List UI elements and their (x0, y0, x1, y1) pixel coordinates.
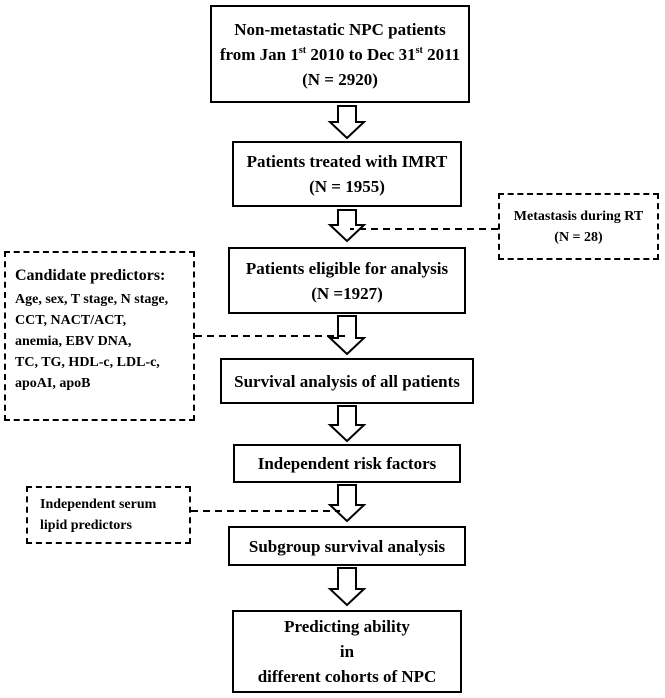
arrow-down-1 (327, 105, 367, 140)
box-subgroup-analysis: Subgroup survival analysis (228, 526, 466, 566)
candidates-line: TC, TG, HDL-c, LDL-c, (15, 355, 160, 370)
box-predicting-ability: Predicting ability in different cohorts … (232, 610, 462, 693)
box-candidate-predictors: Candidate predictors: Age, sex, T stage,… (4, 251, 195, 421)
box-lipid-predictors: Independent serum lipid predictors (26, 486, 191, 544)
imrt-label: Patients treated with IMRT (246, 152, 448, 171)
predicting-line1: Predicting ability (284, 617, 410, 636)
box-metastasis-during-rt: Metastasis during RT (N = 28) (498, 193, 659, 260)
risk-factors-label: Independent risk factors (257, 454, 437, 473)
candidates-line: CCT, NACT/ACT, (15, 313, 127, 328)
arrow-down-6 (327, 567, 367, 607)
predicting-line3: different cohorts of NPC (257, 667, 437, 686)
start-line1: Non-metastatic NPC patients (234, 19, 446, 39)
start-line2: from Jan 1st 2010 to Dec 31st 2011 (219, 44, 461, 64)
arrow-down-2 (327, 209, 367, 243)
eligible-count: (N =1927) (311, 283, 383, 303)
arrow-down-3 (327, 315, 367, 356)
start-count: (N = 2920) (302, 69, 378, 89)
metastasis-count: (N = 28) (554, 229, 603, 245)
predicting-line2: in (339, 642, 355, 661)
subgroup-label: Subgroup survival analysis (248, 536, 446, 556)
lipid-line1: Independent serum (40, 497, 157, 512)
candidates-line: Age, sex, T stage, N stage, (15, 292, 169, 307)
box-imrt-patients: Patients treated with IMRT (N = 1955) (232, 141, 462, 207)
candidates-title: Candidate predictors: (15, 267, 166, 284)
arrow-down-4 (327, 405, 367, 443)
candidates-line: anemia, EBV DNA, (15, 334, 132, 349)
box-risk-factors: Independent risk factors (233, 444, 461, 483)
candidates-line: apoAI, apoB (15, 376, 91, 391)
box-survival-all: Survival analysis of all patients (220, 358, 474, 404)
lipid-line2: lipid predictors (40, 518, 132, 533)
box-non-metastatic-patients: Non-metastatic NPC patients from Jan 1st… (210, 5, 470, 103)
metastasis-label: Metastasis during RT (513, 208, 644, 224)
survival-all-label: Survival analysis of all patients (234, 371, 460, 391)
eligible-label: Patients eligible for analysis (245, 258, 449, 278)
arrow-down-5 (327, 484, 367, 523)
box-eligible-patients: Patients eligible for analysis (N =1927) (228, 247, 466, 314)
imrt-count: (N = 1955) (309, 177, 385, 196)
